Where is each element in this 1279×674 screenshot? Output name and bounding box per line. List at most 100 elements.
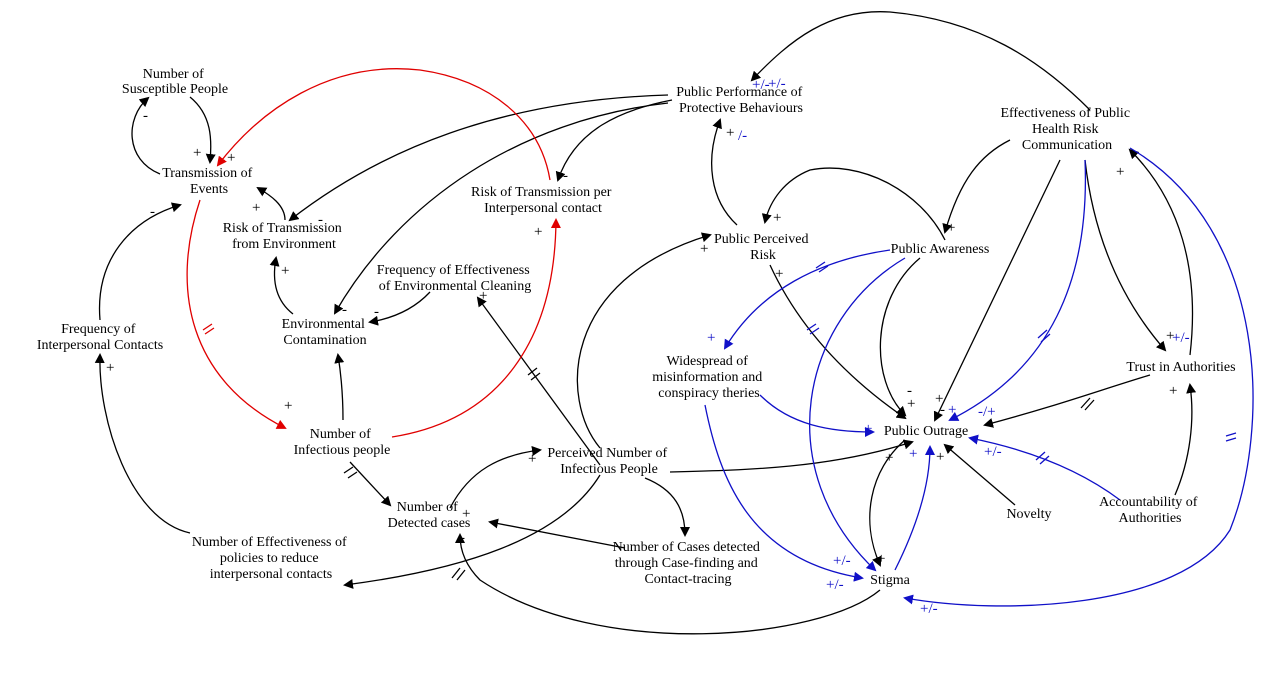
link-misinformation-to-stigma bbox=[704, 404, 864, 582]
link-perceived-to-outrage bbox=[669, 439, 914, 473]
link-performance-to-contamination bbox=[334, 102, 669, 315]
polarity-label: -/+ bbox=[978, 404, 996, 420]
black-links bbox=[94, 11, 1197, 635]
link-policies-to-contacts bbox=[94, 353, 191, 534]
link-stigma-to-outrage bbox=[894, 445, 935, 571]
node-policies: Number of Effectiveness of policies to r… bbox=[192, 535, 350, 582]
node-frequency-cleaning: Frequency of Effectiveness of Environmen… bbox=[377, 263, 533, 294]
polarity-label: + bbox=[479, 288, 487, 304]
link-effectiveness-to-performance bbox=[750, 11, 1091, 111]
node-misinformation: Widespread of misinformation and conspir… bbox=[652, 354, 766, 401]
polarity-label: +/- bbox=[1172, 330, 1190, 346]
link-novelty-to-outrage bbox=[943, 443, 1016, 506]
link-perceived-to-cleaning bbox=[476, 296, 601, 466]
polarity-label: - bbox=[150, 204, 155, 220]
node-risk-environment: Risk of Transmission from Environment bbox=[223, 221, 346, 252]
delay-mark bbox=[806, 323, 820, 335]
link-accountability-to-outrage bbox=[968, 434, 1121, 501]
link-contamination-to-riskenv bbox=[269, 256, 294, 315]
polarity-label: + bbox=[948, 402, 956, 418]
polarity-label: +/- bbox=[752, 77, 770, 93]
delay-mark bbox=[1035, 451, 1050, 465]
polarity-label: + bbox=[1169, 383, 1177, 399]
link-infectious-to-riskcontact bbox=[391, 218, 561, 438]
link-trust-to-effectiveness bbox=[1128, 148, 1194, 356]
link-stigma-to-detected bbox=[455, 533, 881, 635]
polarity-label: + bbox=[106, 360, 114, 376]
node-perceived-infectious: Perceived Number of Infectious People bbox=[547, 446, 670, 477]
link-cleaning-to-contamination bbox=[368, 291, 431, 326]
node-effectiveness-communication: Effectiveness of Public Health Risk Comm… bbox=[1000, 106, 1133, 153]
link-effectiveness-to-awareness bbox=[942, 139, 1011, 234]
delay-marks bbox=[202, 261, 1237, 581]
link-accountability-to-trust bbox=[1174, 383, 1197, 496]
polarity-label: /- bbox=[738, 128, 747, 144]
node-infectious-people: Number of Infectious people bbox=[294, 427, 391, 458]
polarity-label: + bbox=[947, 220, 955, 236]
link-misinformation-to-outrage bbox=[759, 394, 875, 437]
link-transmission-to-susceptible bbox=[131, 96, 161, 175]
polarity-label: + bbox=[907, 396, 915, 412]
blue-links bbox=[704, 147, 1254, 607]
polarity-label: - bbox=[143, 108, 148, 124]
polarity-label: - bbox=[940, 402, 945, 418]
link-infectious-to-detected bbox=[349, 461, 392, 507]
link-susceptible-to-transmission bbox=[189, 96, 216, 164]
polarity-label: + bbox=[193, 145, 201, 161]
delay-mark bbox=[202, 323, 215, 335]
polarity-labels: - + + - + - + - + + - - + + + +/- + /- +… bbox=[106, 76, 1190, 617]
node-labels: Number of Susceptible People Transmissio… bbox=[37, 67, 1236, 588]
polarity-label: + bbox=[700, 241, 708, 257]
node-susceptible-people: Number of Susceptible People bbox=[122, 67, 228, 97]
polarity-label: - bbox=[563, 168, 568, 184]
node-public-performance: Public Performance of Protective Behavio… bbox=[676, 85, 805, 116]
delay-mark bbox=[1080, 397, 1095, 411]
node-transmission-events: Transmission of Events bbox=[162, 166, 256, 197]
polarity-label: + bbox=[534, 224, 542, 240]
node-environmental-contamination: Environmental Contamination bbox=[282, 317, 369, 348]
link-awareness-to-misinformation bbox=[723, 249, 891, 350]
polarity-label: + bbox=[281, 263, 289, 279]
polarity-label: + bbox=[885, 450, 893, 466]
link-outrage-to-stigma bbox=[869, 439, 906, 567]
node-risk-contact: Risk of Transmission per Interpersonal c… bbox=[471, 185, 615, 216]
polarity-label: - bbox=[318, 212, 323, 228]
link-transmission-to-infectious bbox=[186, 199, 287, 429]
link-performance-to-riskenv bbox=[288, 94, 669, 222]
polarity-label: + bbox=[775, 266, 783, 282]
polarity-label: + bbox=[909, 446, 917, 462]
node-public-outrage: Public Outrage bbox=[884, 424, 968, 439]
polarity-label: + bbox=[877, 551, 885, 567]
polarity-label: +/- bbox=[984, 444, 1002, 460]
polarity-label: - bbox=[460, 530, 465, 546]
polarity-label: + bbox=[284, 398, 292, 414]
polarity-label: + bbox=[528, 451, 536, 467]
link-effectiveness-to-trust bbox=[1084, 159, 1167, 352]
node-stigma: Stigma bbox=[870, 573, 910, 588]
node-public-awareness: Public Awareness bbox=[891, 242, 990, 257]
link-performance-to-riskcontact bbox=[555, 99, 673, 182]
polarity-label: +/- bbox=[833, 553, 851, 569]
link-perceived-to-casefinding bbox=[644, 477, 690, 537]
delay-mark bbox=[343, 466, 358, 479]
polarity-label: - bbox=[374, 304, 379, 320]
link-riskenv-to-transmission bbox=[256, 186, 286, 221]
polarity-label: + bbox=[773, 210, 781, 226]
link-perceived-to-perceivedrisk bbox=[576, 232, 712, 449]
link-infectious-to-contamination bbox=[334, 353, 345, 421]
delay-mark bbox=[815, 261, 829, 273]
node-trust-authorities: Trust in Authorities bbox=[1126, 360, 1235, 375]
polarity-label: + bbox=[1116, 164, 1124, 180]
polarity-label: + bbox=[707, 330, 715, 346]
polarity-label: + bbox=[462, 506, 470, 522]
node-novelty: Novelty bbox=[1006, 507, 1051, 522]
node-case-finding: Number of Cases detected through Case-fi… bbox=[613, 540, 764, 587]
link-awareness-to-outrage bbox=[879, 257, 921, 417]
link-effectiveness-to-stigma bbox=[903, 147, 1254, 607]
link-trust-to-outrage bbox=[983, 374, 1151, 428]
polarity-label: +/- bbox=[920, 601, 938, 617]
red-links bbox=[186, 68, 561, 438]
delay-mark bbox=[1225, 432, 1237, 442]
polarity-label: + bbox=[935, 391, 943, 407]
